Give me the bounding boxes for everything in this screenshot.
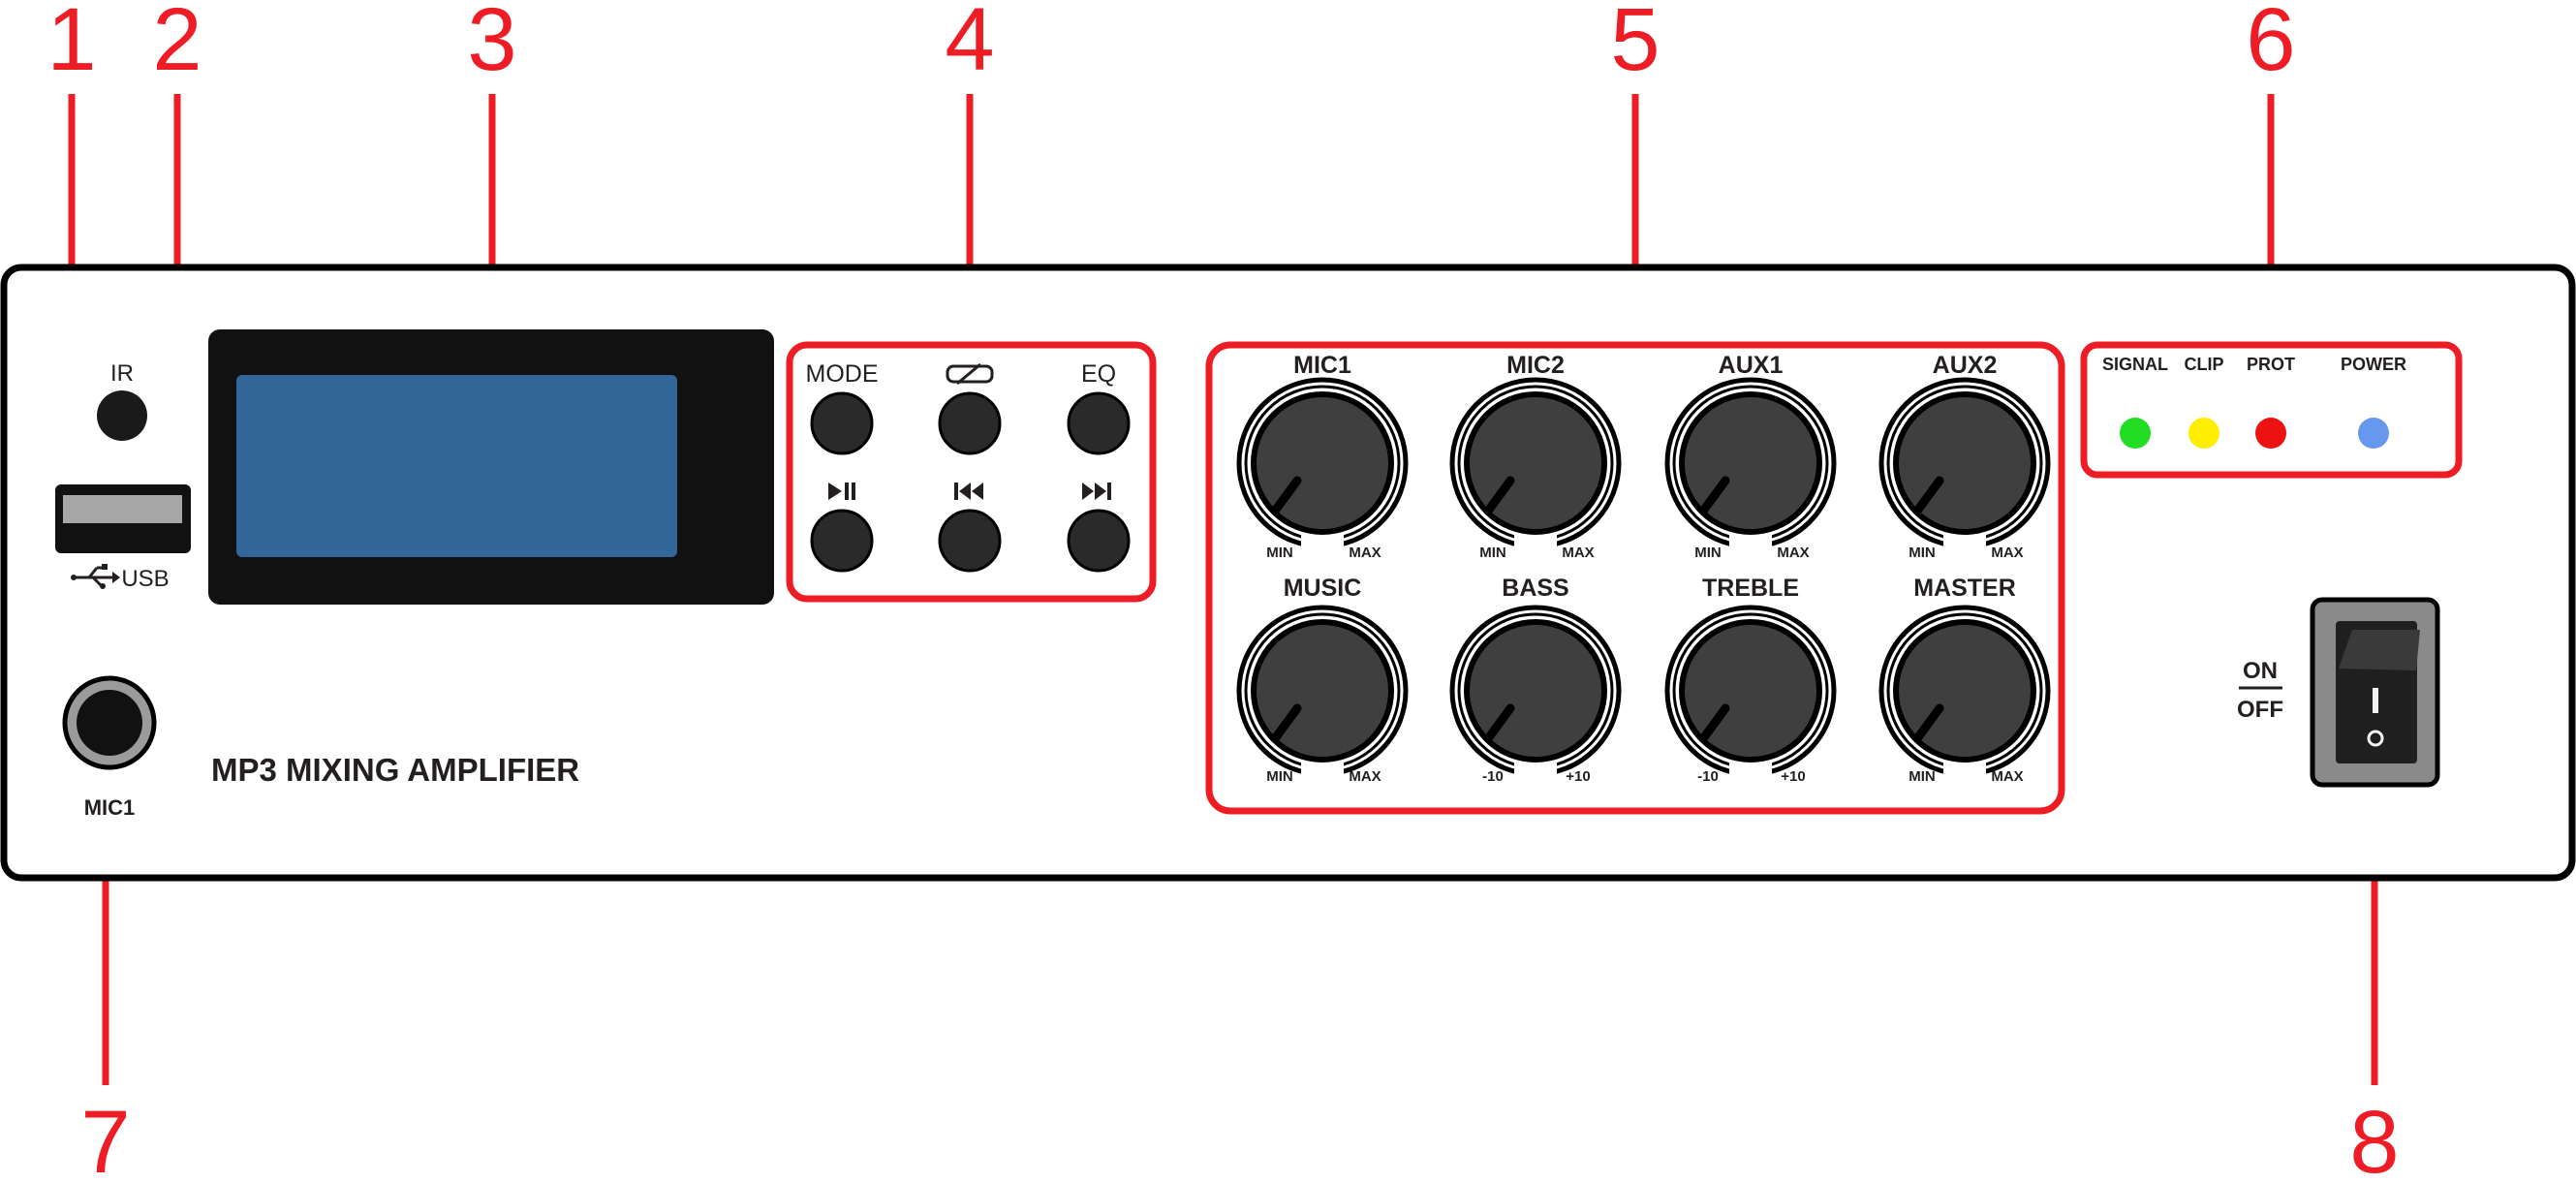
knob-min-label: MIN [1694,545,1722,561]
knob-max-label: MAX [1991,545,2023,561]
knob-pointer [1271,476,1302,514]
knob-max-label: MAX [1991,768,2023,785]
ir-sensor [97,390,147,441]
eq-button[interactable] [1067,391,1131,455]
knob-label: MIC1 [1293,352,1351,379]
knob-label: AUX2 [1933,352,1998,379]
knob-music[interactable]: MUSIC MIN MAX [1236,575,1409,785]
status-indicators: SIGNAL CLIP PROT POWER [2102,355,2406,449]
power-on-label: ON [2243,658,2278,684]
mixer-knobs-box [1205,341,2065,815]
repeat-icon [946,362,994,386]
previous-track-button[interactable] [938,509,1002,573]
knob-max-label: +10 [1781,768,1805,785]
indicator-led [2188,418,2219,449]
indicator-led [2120,418,2151,449]
model-label: MP3 MIXING AMPLIFIER [211,752,579,788]
knob-master[interactable]: MASTER MIN MAX [1878,575,2051,785]
callout-number-4: 4 [945,0,994,89]
knob-min-label: MIN [1266,768,1293,785]
knob-label: AUX1 [1719,352,1784,379]
callout-number-5: 5 [1610,0,1660,89]
indicator-power: POWER [2341,355,2406,449]
knob-label: BASS [1502,575,1568,602]
power-switch[interactable] [2336,621,2420,763]
play-pause-button[interactable] [810,509,874,573]
knob-max-label: +10 [1566,768,1590,785]
knob-min-label: -10 [1697,768,1719,785]
knob-max-label: MAX [1349,545,1381,561]
next-track-icon [1082,483,1111,500]
usb-slot [63,495,182,523]
callout-number-6: 6 [2246,0,2295,89]
knob-max-label: MAX [1349,768,1381,785]
knob-treble[interactable]: TREBLE -10 +10 [1664,575,1837,785]
indicator-signal: SIGNAL [2102,355,2168,449]
mode-button[interactable] [810,391,874,455]
knob-max-label: MAX [1777,545,1809,561]
knob-min-label: -10 [1482,768,1504,785]
power-off-label: OFF [2237,697,2283,723]
lcd-display [236,375,677,557]
play-pause-icon [828,483,855,500]
knob-label: MASTER [1913,575,2016,602]
indicator-clip: CLIP [2184,355,2224,449]
transport-controls-box [786,341,1157,603]
knob-pointer [1699,476,1730,514]
knob-min-label: MIN [1909,545,1936,561]
knob-max-label: MAX [1562,545,1594,561]
mode-button-label: MODE [806,360,879,388]
indicator-label: PROT [2247,355,2295,374]
indicator-led [2255,418,2286,449]
indicator-label: POWER [2341,355,2406,374]
callout-number-8: 8 [2349,1093,2399,1183]
callout-number-7: 7 [80,1093,130,1183]
next-track-button[interactable] [1067,509,1131,573]
indicator-label: CLIP [2184,355,2223,374]
indicator-led [2358,418,2389,449]
eq-button-label: EQ [1081,360,1116,388]
ir-label: IR [110,360,134,387]
callout-numbers: 1 2 3 4 5 6 7 8 [47,0,2399,1183]
knob-pointer [1699,703,1730,742]
indicators-box [2080,341,2463,479]
mic1-jack-label: MIC1 [84,795,136,820]
usb-label: USB [121,566,169,592]
indicator-prot: PROT [2247,355,2295,449]
knob-min-label: MIN [1909,768,1936,785]
knob-label: MIC2 [1506,352,1565,379]
previous-track-icon [954,483,983,500]
knob-pointer [1484,476,1515,514]
indicator-label: SIGNAL [2102,355,2168,374]
usb-icon [71,564,120,589]
knob-label: MUSIC [1284,575,1362,602]
knob-pointer [1271,703,1302,742]
knob-min-label: MIN [1266,545,1293,561]
knob-min-label: MIN [1479,545,1506,561]
knob-bass[interactable]: BASS -10 +10 [1449,575,1622,785]
mic1-jack-socket [77,690,142,756]
repeat-button[interactable] [938,391,1002,455]
callout-number-2: 2 [152,0,202,89]
knob-pointer [1484,703,1515,742]
knob-label: TREBLE [1702,575,1799,602]
knob-pointer [1913,476,1944,514]
knob-pointer [1913,703,1944,742]
callout-number-3: 3 [467,0,516,89]
callout-number-1: 1 [47,0,96,89]
